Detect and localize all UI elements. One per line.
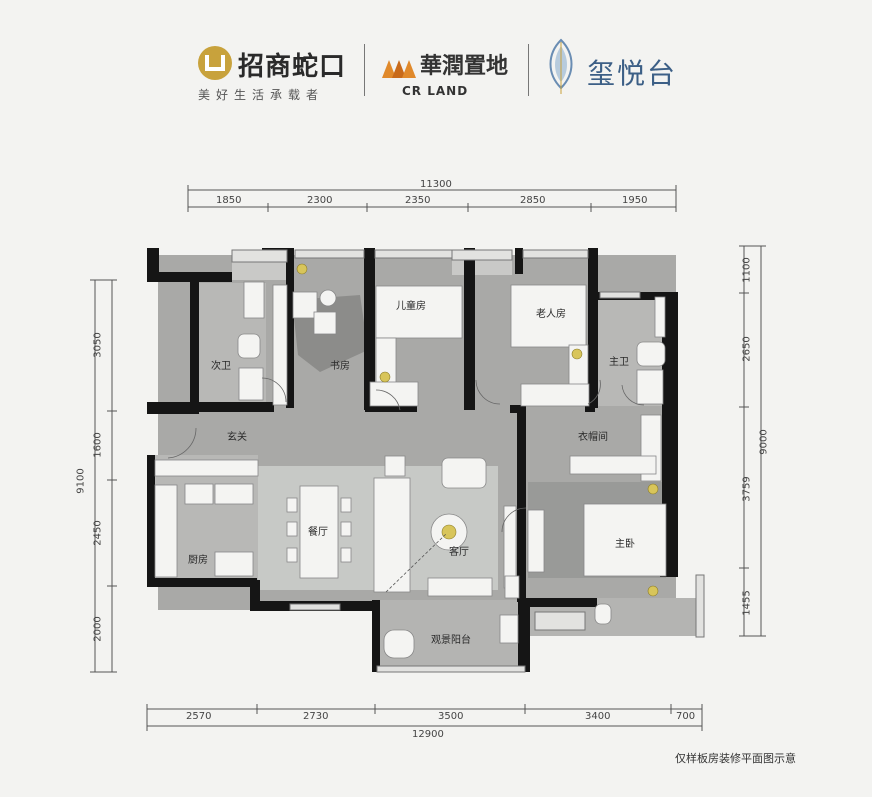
dim-left: 3050 (92, 332, 104, 358)
furniture (154, 281, 667, 659)
dimension-lines (90, 185, 766, 731)
logo-cr-land: 華潤置地 CR LAND (382, 38, 517, 108)
logo2-name: 華潤置地 (420, 54, 509, 79)
room-label-master-bed: 主卧 (615, 539, 635, 550)
room-label-elder: 老人房 (536, 309, 566, 320)
dim-left: 2000 (92, 616, 104, 642)
dim-bottom: 2730 (303, 711, 329, 722)
lamp-icons (296, 263, 659, 597)
dim-left: 2450 (92, 520, 104, 546)
dim-left: 1600 (92, 432, 104, 458)
door-swings (167, 377, 645, 533)
dim-right: 1100 (741, 257, 753, 283)
dim-top: 2350 (405, 195, 431, 206)
living-dash (385, 533, 447, 593)
logo2-english-name: CR LAND (402, 84, 469, 98)
logo3-name: 玺悦台 (587, 57, 678, 90)
dim-right-total: 9000 (758, 429, 770, 455)
feather-logo-icon (549, 38, 573, 94)
dim-top: 1950 (622, 195, 648, 206)
dim-bottom: 3500 (438, 711, 464, 722)
dim-right: 3759 (741, 476, 753, 502)
room-label-dining: 餐厅 (308, 527, 328, 538)
room-label-balcony: 观景阳台 (431, 635, 471, 646)
logo-divider (364, 44, 365, 96)
room-label-kids: 儿童房 (396, 301, 426, 312)
room-label-foyer: 玄关 (227, 432, 247, 443)
cr-land-logo-icon (382, 48, 416, 78)
dim-left-total: 9100 (75, 468, 87, 494)
dim-bottom-total: 12900 (412, 729, 444, 740)
room-label-study: 书房 (330, 361, 350, 372)
dim-right: 2650 (741, 336, 753, 362)
room-label-second-bath: 次卫 (211, 361, 231, 372)
logo-china-merchants-shekou: 招商蛇口 美好生活承载者 (192, 38, 357, 108)
dim-top-total: 11300 (420, 179, 452, 190)
room-label-kitchen: 厨房 (188, 555, 208, 566)
room-label-master-bath: 主卫 (609, 357, 629, 368)
logo1-name: 招商蛇口 (238, 52, 347, 82)
logo1-slogan: 美好生活承载者 (198, 88, 325, 102)
logo-xiyuetai: 玺悦台 (543, 38, 693, 108)
dim-bottom: 3400 (585, 711, 611, 722)
dim-right: 1455 (741, 590, 753, 616)
cmsk-logo-icon (198, 46, 232, 80)
dim-bottom: 700 (676, 711, 696, 722)
logo-divider (528, 44, 529, 96)
room-label-living: 客厅 (449, 547, 469, 558)
dim-top: 2850 (520, 195, 546, 206)
disclaimer-caption: 仅样板房装修平面图示意 (675, 752, 796, 765)
dim-top: 1850 (216, 195, 242, 206)
room-label-closet: 衣帽间 (578, 432, 608, 443)
dim-bottom: 2570 (186, 711, 212, 722)
windows (231, 249, 705, 673)
dim-top: 2300 (307, 195, 333, 206)
